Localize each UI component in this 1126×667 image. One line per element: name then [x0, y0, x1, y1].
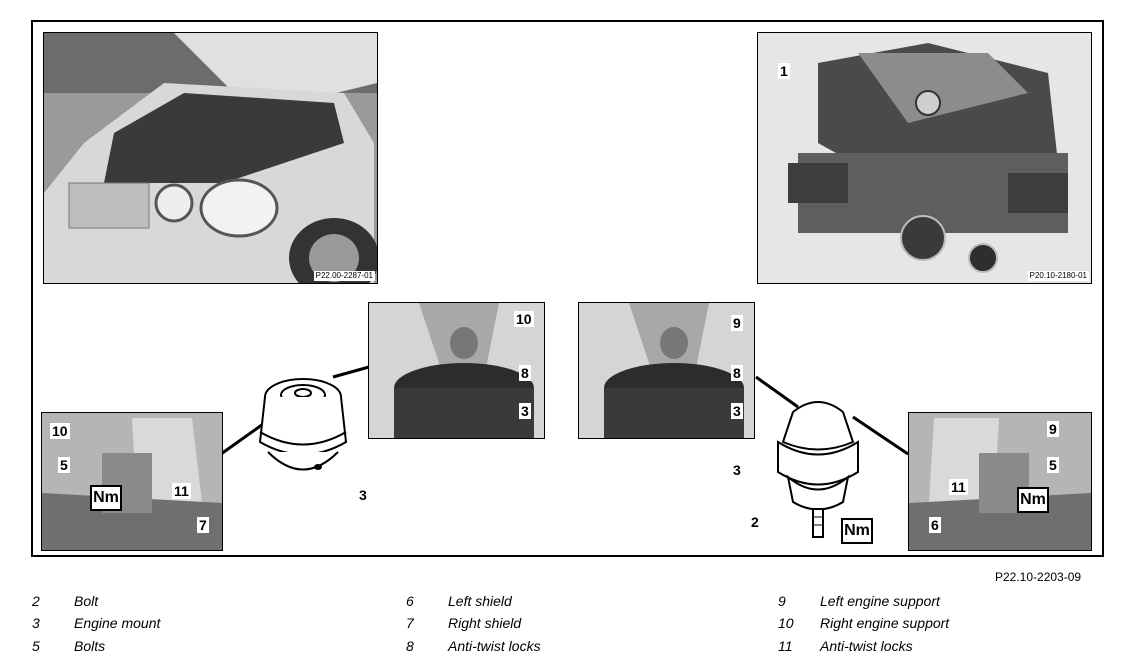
mount-detail-illustration-right [579, 303, 754, 438]
legend-text: Left shield [448, 593, 512, 609]
callout-right-11: 11 [949, 479, 968, 495]
inset-left-shield: 9 5 11 Nm 6 [908, 412, 1092, 551]
callout-left-5: 5 [58, 457, 70, 473]
callout-top-left-3: 3 [519, 403, 531, 419]
legend-num: 2 [32, 593, 40, 609]
engine-photo-ref: P20.10-2180-01 [1027, 271, 1089, 281]
legend-num: 7 [406, 615, 414, 631]
callout-left-7: 7 [197, 517, 209, 533]
callout-left-mount-3: 3 [357, 487, 369, 503]
torque-label-right: Nm [1017, 487, 1049, 513]
legend-num: 3 [32, 615, 40, 631]
legend-num: 5 [32, 638, 40, 654]
legend-text: Left engine support [820, 593, 940, 609]
callout-right-6: 6 [929, 517, 941, 533]
legend-text: Anti-twist locks [820, 638, 913, 654]
engine-mount-right-drawing [777, 401, 859, 538]
callout-right-5: 5 [1047, 457, 1059, 473]
callout-top-right-8: 8 [731, 365, 743, 381]
legend-text: Bolt [74, 593, 99, 609]
legend-text: Right shield [448, 615, 522, 631]
torque-label-left: Nm [90, 485, 122, 511]
callout-top-right-3: 3 [731, 403, 743, 419]
callout-right-bolt-2: 2 [749, 514, 761, 530]
car-illustration [44, 33, 377, 283]
inset-right-mount-detail: 9 8 3 [578, 302, 755, 439]
legend-text: Anti-twist locks [448, 638, 541, 654]
car-photo: P22.00-2287-01 [43, 32, 378, 284]
callout-engine-cover: 1 [778, 63, 790, 79]
torque-label-right-bolt: Nm [841, 518, 873, 544]
engine-mount-left-drawing [258, 378, 348, 471]
right-shield-illustration [42, 413, 222, 550]
inset-right-shield: 10 5 Nm 11 7 [41, 412, 223, 551]
legend-text: Engine mount [74, 615, 161, 631]
legend-text: Right engine support [820, 615, 950, 631]
legend-num: 6 [406, 593, 414, 609]
engine-photo: 1 P20.10-2180-01 [757, 32, 1092, 284]
mount-detail-illustration-left [369, 303, 544, 438]
legend-num: 9 [778, 593, 786, 609]
callout-top-right-9: 9 [731, 315, 743, 331]
callout-left-10: 10 [50, 423, 70, 439]
legend-text: Bolts [74, 638, 106, 654]
callout-left-11: 11 [172, 483, 191, 499]
diagram-frame: P22.00-2287-01 1 P20.10-2180-01 [31, 20, 1104, 557]
engine-illustration [758, 33, 1091, 283]
legend-num: 8 [406, 638, 414, 654]
callout-top-left-8: 8 [519, 365, 531, 381]
callout-right-9: 9 [1047, 421, 1059, 437]
inset-left-mount-detail: 10 8 3 [368, 302, 545, 439]
callout-right-mount-3: 3 [731, 462, 743, 478]
figure-reference: P22.10-2203-09 [995, 570, 1082, 584]
callout-top-left-10: 10 [514, 311, 534, 327]
legend-num: 11 [778, 638, 793, 654]
legend-num: 10 [778, 615, 794, 631]
car-photo-ref: P22.00-2287-01 [313, 271, 375, 281]
